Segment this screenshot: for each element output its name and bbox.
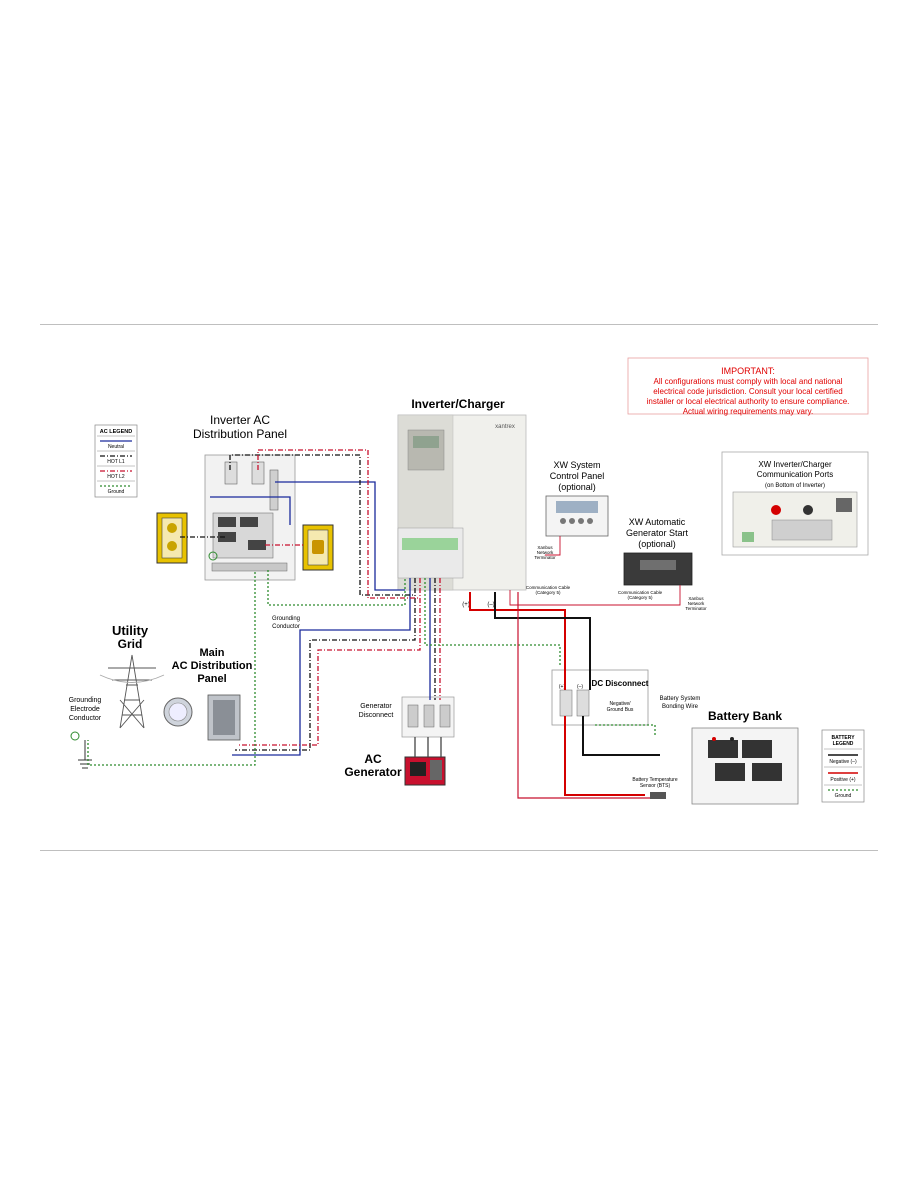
xw-control-panel-device: [545, 495, 609, 537]
comm-ports-title-3: (on Bottom of Inverter): [765, 483, 825, 489]
important-line1: All configurations must comply with loca…: [654, 377, 843, 386]
generator-disconnect-label-1: Generator: [360, 703, 392, 710]
dc-minus-label: (–): [577, 684, 583, 690]
battery-legend-positive-label: Positive (+): [830, 777, 855, 783]
electric-meter-icon: [163, 697, 193, 727]
inverter-ac-panel-title-1: Inverter AC: [210, 413, 270, 427]
terminator1-label-2: Network: [537, 550, 554, 555]
bts-label-1: Battery Temperature: [632, 777, 677, 783]
comm-ports-panel: XW Inverter/Charger Communication Ports …: [721, 451, 869, 556]
battery-legend-title-1: BATTERY: [831, 735, 855, 741]
bts-label-2: Sensor (BTS): [640, 783, 671, 789]
battery-legend-ground-label: Ground: [835, 793, 852, 799]
main-panel-title-3: Panel: [197, 673, 226, 685]
ac-generator-icon: [404, 756, 446, 786]
main-panel-title-2: AC Distribution: [172, 660, 253, 672]
important-line4: Actual wiring requirements may vary.: [683, 407, 814, 416]
bts-sensor-icon: [650, 792, 666, 799]
main-panel-title-1: Main: [199, 647, 224, 659]
comm-cables: [509, 536, 681, 606]
ags-device: [623, 552, 693, 586]
comm-cable1-label-2: (Category 5): [535, 590, 561, 595]
inverter-ac-distribution-panel: [204, 454, 296, 581]
grounding-electrode-label-3: Conductor: [69, 715, 102, 722]
dc-plus-label: (+): [559, 684, 566, 690]
utility-grid-title-1: Utility: [112, 623, 149, 638]
grounding-electrode-label-1: Grounding: [69, 697, 102, 704]
ags-title-2: Generator Start: [626, 528, 689, 538]
inverter-charger-unit: xantrex: [397, 414, 527, 591]
ac-legend-title: AC LEGEND: [100, 429, 132, 435]
terminator1-label-3: Terminator: [534, 555, 556, 560]
transmission-tower-icon: [99, 654, 165, 729]
important-notice: IMPORTANT: All configurations must compl…: [627, 357, 869, 416]
utility-grid-title-2: Grid: [118, 637, 143, 651]
comm-ports-title-2: Communication Ports: [757, 470, 833, 479]
terminator2-label-1: Xanbus: [688, 596, 704, 601]
terminator1-label-1: Xanbus: [537, 545, 553, 550]
comm-cable2-label-1: Communication Cable: [618, 590, 663, 595]
top-rule: [40, 324, 878, 325]
ags-title-3: (optional): [638, 539, 676, 549]
terminator2-label-2: Network: [688, 601, 705, 606]
outlet-duplex-icon: [156, 512, 188, 564]
brand-logo: xantrex: [495, 424, 515, 430]
important-heading: IMPORTANT:: [721, 366, 775, 376]
control-panel-title-2: Control Panel: [550, 471, 605, 481]
ags-title-1: XW Automatic: [629, 517, 686, 527]
legend-hot-l1-label: HOT L1: [107, 459, 125, 465]
ac-generator-title-2: Generator: [344, 765, 402, 779]
battery-legend-title-2: LEGEND: [833, 741, 854, 747]
terminator2-label-3: Terminator: [685, 606, 707, 611]
outlet-switch-icon: [302, 524, 334, 571]
main-ac-distribution-panel: [207, 694, 241, 741]
ground-rod-icon: [70, 731, 92, 769]
grounding-conductor-label-2: Conductor: [272, 624, 300, 630]
ac-generator-title-1: AC: [364, 752, 382, 766]
inverter-charger-title: Inverter/Charger: [411, 397, 505, 411]
ac-wiring: [87, 449, 656, 766]
inverter-plus-label: (+): [462, 602, 470, 608]
legend-hot-l2-label: HOT L2: [107, 474, 125, 480]
dc-disconnect-box: DC Disconnect Negative/ Ground Bus (+) (…: [551, 669, 649, 726]
dc-disconnect-title: DC Disconnect: [592, 679, 649, 688]
bottom-rule: [40, 850, 878, 851]
inverter-minus-label: (–): [487, 602, 494, 608]
bonding-wire-label-2: Bonding Wire: [662, 704, 699, 710]
grounding-conductor-label-1: Grounding: [272, 616, 300, 622]
generator-disconnect-box: [401, 696, 455, 738]
neg-ground-bus-label-2: Ground Bus: [607, 707, 634, 713]
grounding-electrode-label-2: Electrode: [70, 706, 100, 713]
legend-neutral-label: Neutral: [108, 444, 124, 450]
battery-bank-image: [691, 727, 799, 805]
dc-wiring: [469, 592, 660, 799]
neg-ground-bus-label-1: Negative/: [609, 701, 631, 707]
important-line3: installer or local electrical authority …: [647, 397, 850, 406]
generator-disconnect-label-2: Disconnect: [359, 712, 394, 719]
inverter-ac-panel-title-2: Distribution Panel: [193, 427, 287, 441]
important-line2: electrical code jurisdiction. Consult yo…: [653, 387, 842, 396]
battery-bank-title: Battery Bank: [708, 709, 782, 723]
bonding-wire-label-1: Battery System: [660, 696, 701, 702]
control-panel-title-3: (optional): [558, 482, 596, 492]
battery-legend: BATTERY LEGEND Negative (–) Positive (+)…: [821, 729, 865, 803]
comm-cable1-label-1: Communication Cable: [526, 585, 571, 590]
legend-ground-label: Ground: [108, 489, 125, 495]
control-panel-title-1: XW System: [553, 460, 600, 470]
comm-ports-title-1: XW Inverter/Charger: [758, 460, 832, 469]
comm-cable2-label-2: (Category 5): [627, 595, 653, 600]
battery-legend-negative-label: Negative (–): [829, 759, 857, 765]
ac-legend: AC LEGEND Neutral HOT L1 HOT L2 Ground: [94, 424, 138, 498]
